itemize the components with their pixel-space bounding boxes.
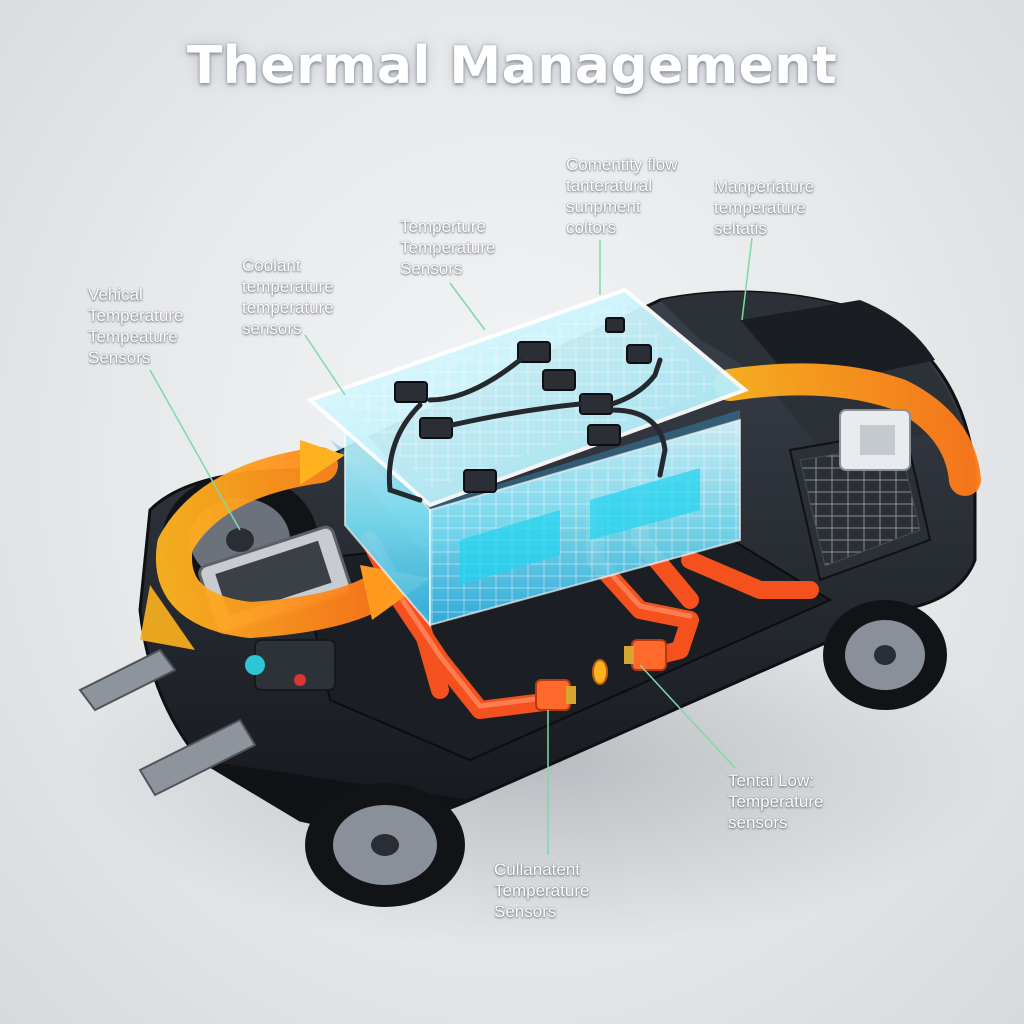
flow-arrowhead-top — [300, 440, 345, 485]
lid-wiring — [386, 357, 668, 503]
wheel-front-right — [823, 600, 947, 710]
flow-arrow-right — [714, 363, 981, 496]
pipe-sensor-1 — [535, 679, 576, 711]
leader-lines — [149, 237, 753, 855]
front-pipes — [78, 648, 257, 797]
pipe-sensor-2 — [624, 639, 667, 671]
diagram-title: Thermal Management — [186, 36, 838, 96]
wheel-front-left — [305, 783, 465, 907]
label-tentai: Tentai Low:Temperature sensors — [728, 771, 824, 832]
flow-arrow-left — [156, 447, 388, 638]
rear-electronics — [788, 409, 932, 582]
flow-arrowhead-bottom — [140, 585, 195, 650]
pipe-sensor-3 — [592, 659, 608, 685]
lid-sensors — [394, 317, 652, 493]
